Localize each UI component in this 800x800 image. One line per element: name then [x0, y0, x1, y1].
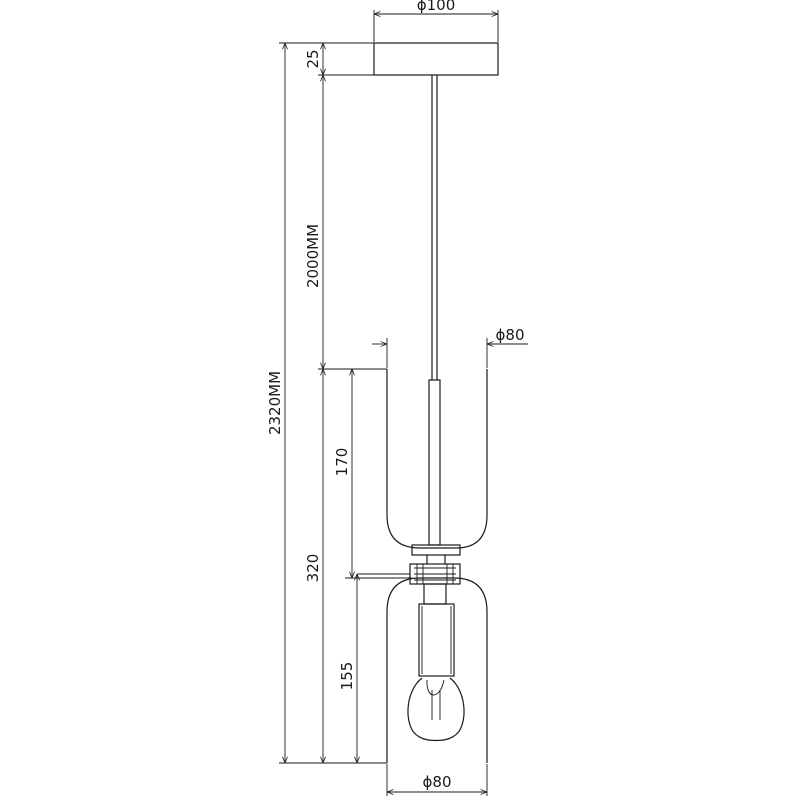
dim-canopy-diameter: ϕ100 [373, 0, 499, 42]
dim-upper-shade-diameter: ϕ80 [372, 326, 528, 368]
light-bulb [407, 677, 465, 742]
suspension-cable [431, 75, 438, 380]
dim-canopy-height: 25 [279, 42, 374, 76]
dim-shade-assembly-height: 320 [304, 368, 387, 763]
lower-shade-height-label: 155 [338, 662, 356, 691]
dim-cable-length: 2000MM [304, 75, 323, 369]
dim-lower-shade-diameter: ϕ80 [386, 764, 488, 796]
ceiling-canopy [373, 42, 499, 76]
lower-shade-diameter-label: ϕ80 [423, 773, 452, 791]
canopy-height-label: 25 [304, 49, 322, 68]
total-height-label: 2320MM [266, 371, 284, 435]
shade-assembly-height-label: 320 [304, 554, 322, 583]
lower-glass-shade [386, 577, 488, 763]
upper-shade-diameter-label: ϕ80 [496, 326, 525, 344]
upper-shade-height-label: 170 [333, 448, 351, 477]
dim-total-height: 2320MM [266, 43, 285, 763]
upper-glass-shade [386, 369, 488, 556]
shade-connector [409, 555, 461, 585]
dim-upper-shade-height: 170 [333, 369, 412, 579]
canopy-diameter-label: ϕ100 [417, 0, 456, 14]
dim-lower-shade-height: 155 [338, 573, 410, 763]
cable-length-label: 2000MM [304, 224, 322, 288]
